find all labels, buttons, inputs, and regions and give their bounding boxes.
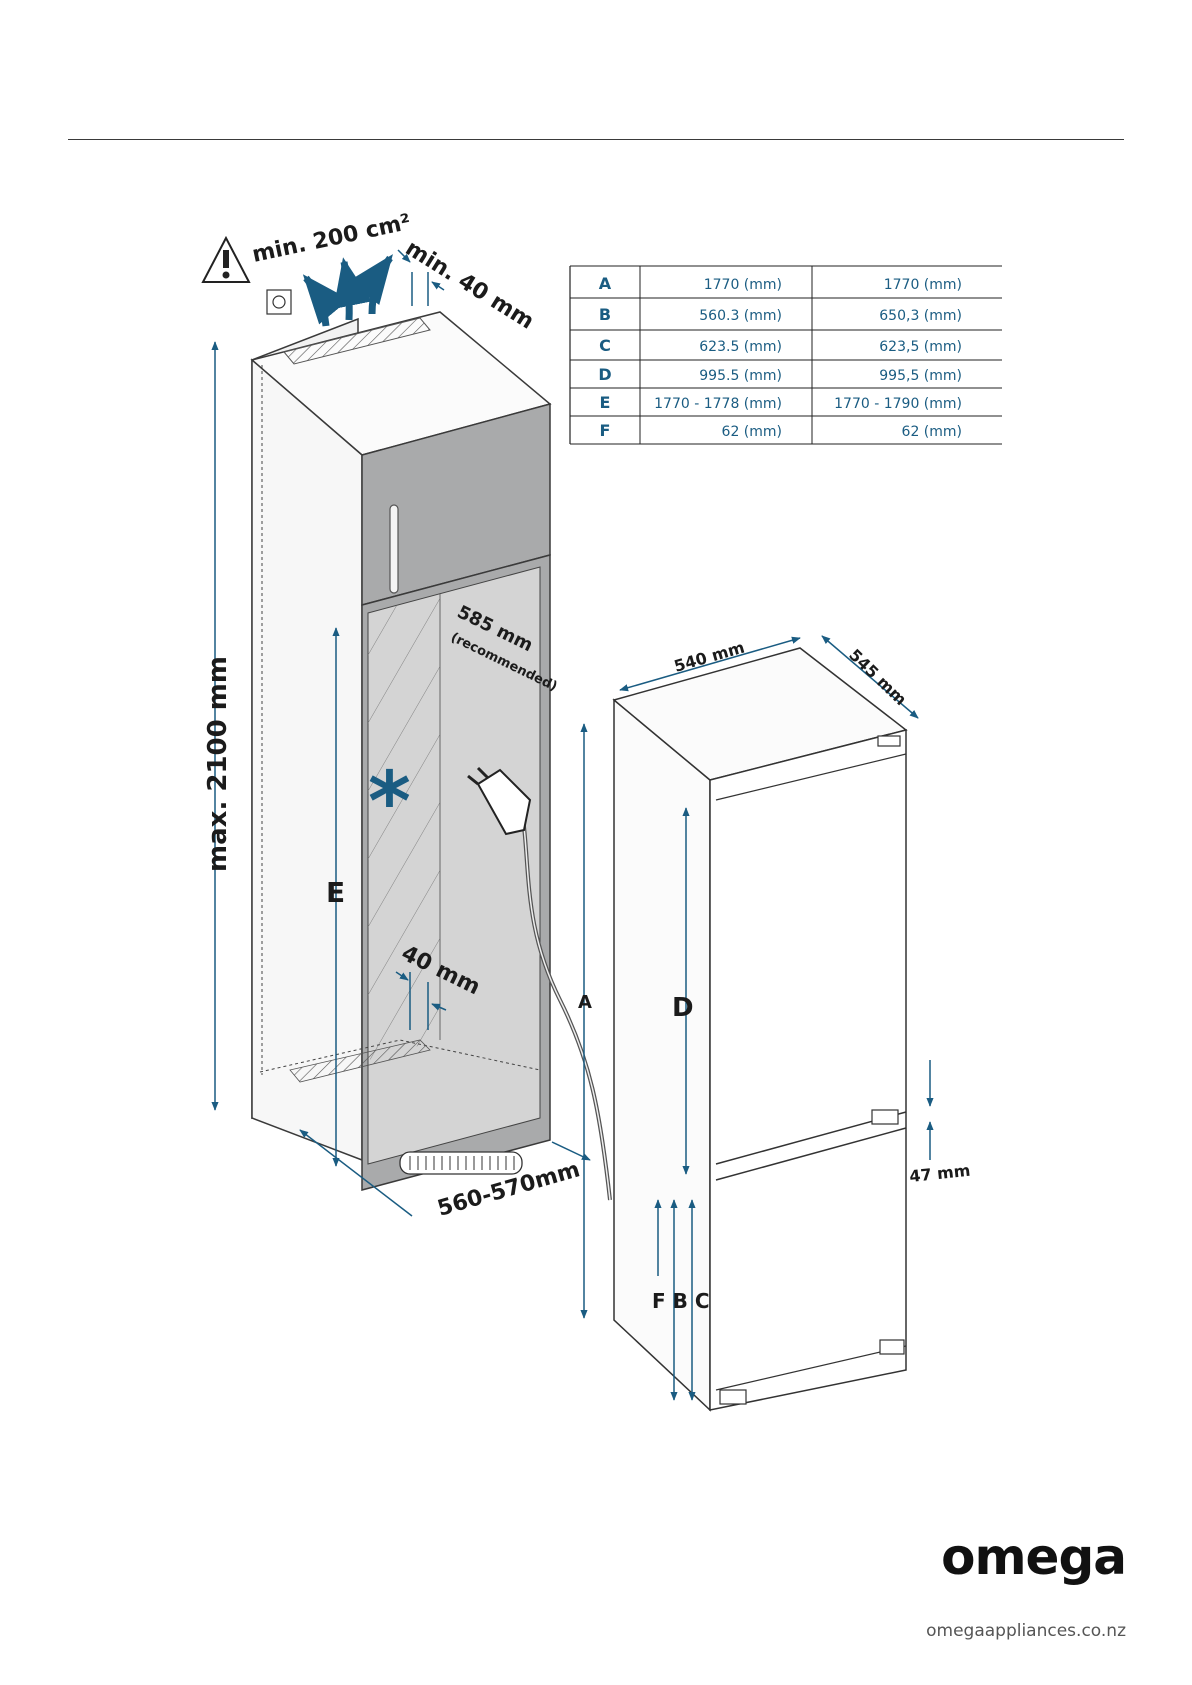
table-cell-model-2: 1770 - 1790 (mm)	[834, 396, 962, 412]
table-row: D 995.5 (mm) 995,5 (mm)	[598, 365, 962, 384]
table-row-letter: C	[599, 336, 611, 355]
max-height-label: max. 2100 mm	[203, 656, 233, 872]
warning-icon	[203, 238, 249, 282]
cabinet-niche	[252, 290, 550, 1190]
asterisk-mark: *	[368, 755, 411, 850]
table-row-letter: E	[600, 393, 611, 412]
table-cell-model-2: 650,3 (mm)	[879, 308, 962, 324]
dimension-A-label: A	[578, 992, 592, 1013]
table-row: E 1770 - 1778 (mm) 1770 - 1790 (mm)	[600, 393, 962, 412]
omega-logo: omega	[941, 1528, 1126, 1586]
table-row-letter: D	[598, 365, 611, 384]
dimension-FBC-label: F B C	[652, 1289, 710, 1313]
table-row-letter: F	[600, 421, 611, 440]
table-cell-model-2: 1770 (mm)	[884, 277, 962, 293]
table-cell-model-1: 560.3 (mm)	[699, 308, 782, 324]
table-cell-model-2: 995,5 (mm)	[879, 368, 962, 384]
table-row: C 623.5 (mm) 623,5 (mm)	[599, 336, 962, 355]
table-cell-model-1: 1770 - 1778 (mm)	[654, 396, 782, 412]
table-cell-model-2: 623,5 (mm)	[879, 339, 962, 355]
power-socket-icon	[267, 290, 291, 314]
dimension-table: A 1770 (mm) 1770 (mm) B 560.3 (mm) 650,3…	[570, 266, 1002, 444]
table-row-letter: A	[599, 274, 612, 293]
table-row: B 560.3 (mm) 650,3 (mm)	[599, 305, 962, 324]
table-cell-model-1: 62 (mm)	[722, 424, 782, 440]
table-row: A 1770 (mm) 1770 (mm)	[599, 274, 962, 293]
door-gap-label: 47 mm	[908, 1161, 971, 1186]
fridge-front	[710, 730, 906, 1410]
table-row: F 62 (mm) 62 (mm)	[600, 421, 962, 440]
table-cell-model-2: 62 (mm)	[902, 424, 962, 440]
dimension-D-label: D	[672, 993, 694, 1023]
airflow-arrows	[306, 258, 390, 326]
cabinet-front-side	[252, 360, 362, 1160]
table-row-letter: B	[599, 305, 611, 324]
table-cell-model-1: 623.5 (mm)	[699, 339, 782, 355]
door-handle	[390, 505, 398, 593]
table-cell-model-1: 1770 (mm)	[704, 277, 782, 293]
table-cell-model-1: 995.5 (mm)	[699, 368, 782, 384]
dimension-E-label: E	[326, 876, 345, 909]
website-url: omegaappliances.co.nz	[926, 1621, 1126, 1641]
